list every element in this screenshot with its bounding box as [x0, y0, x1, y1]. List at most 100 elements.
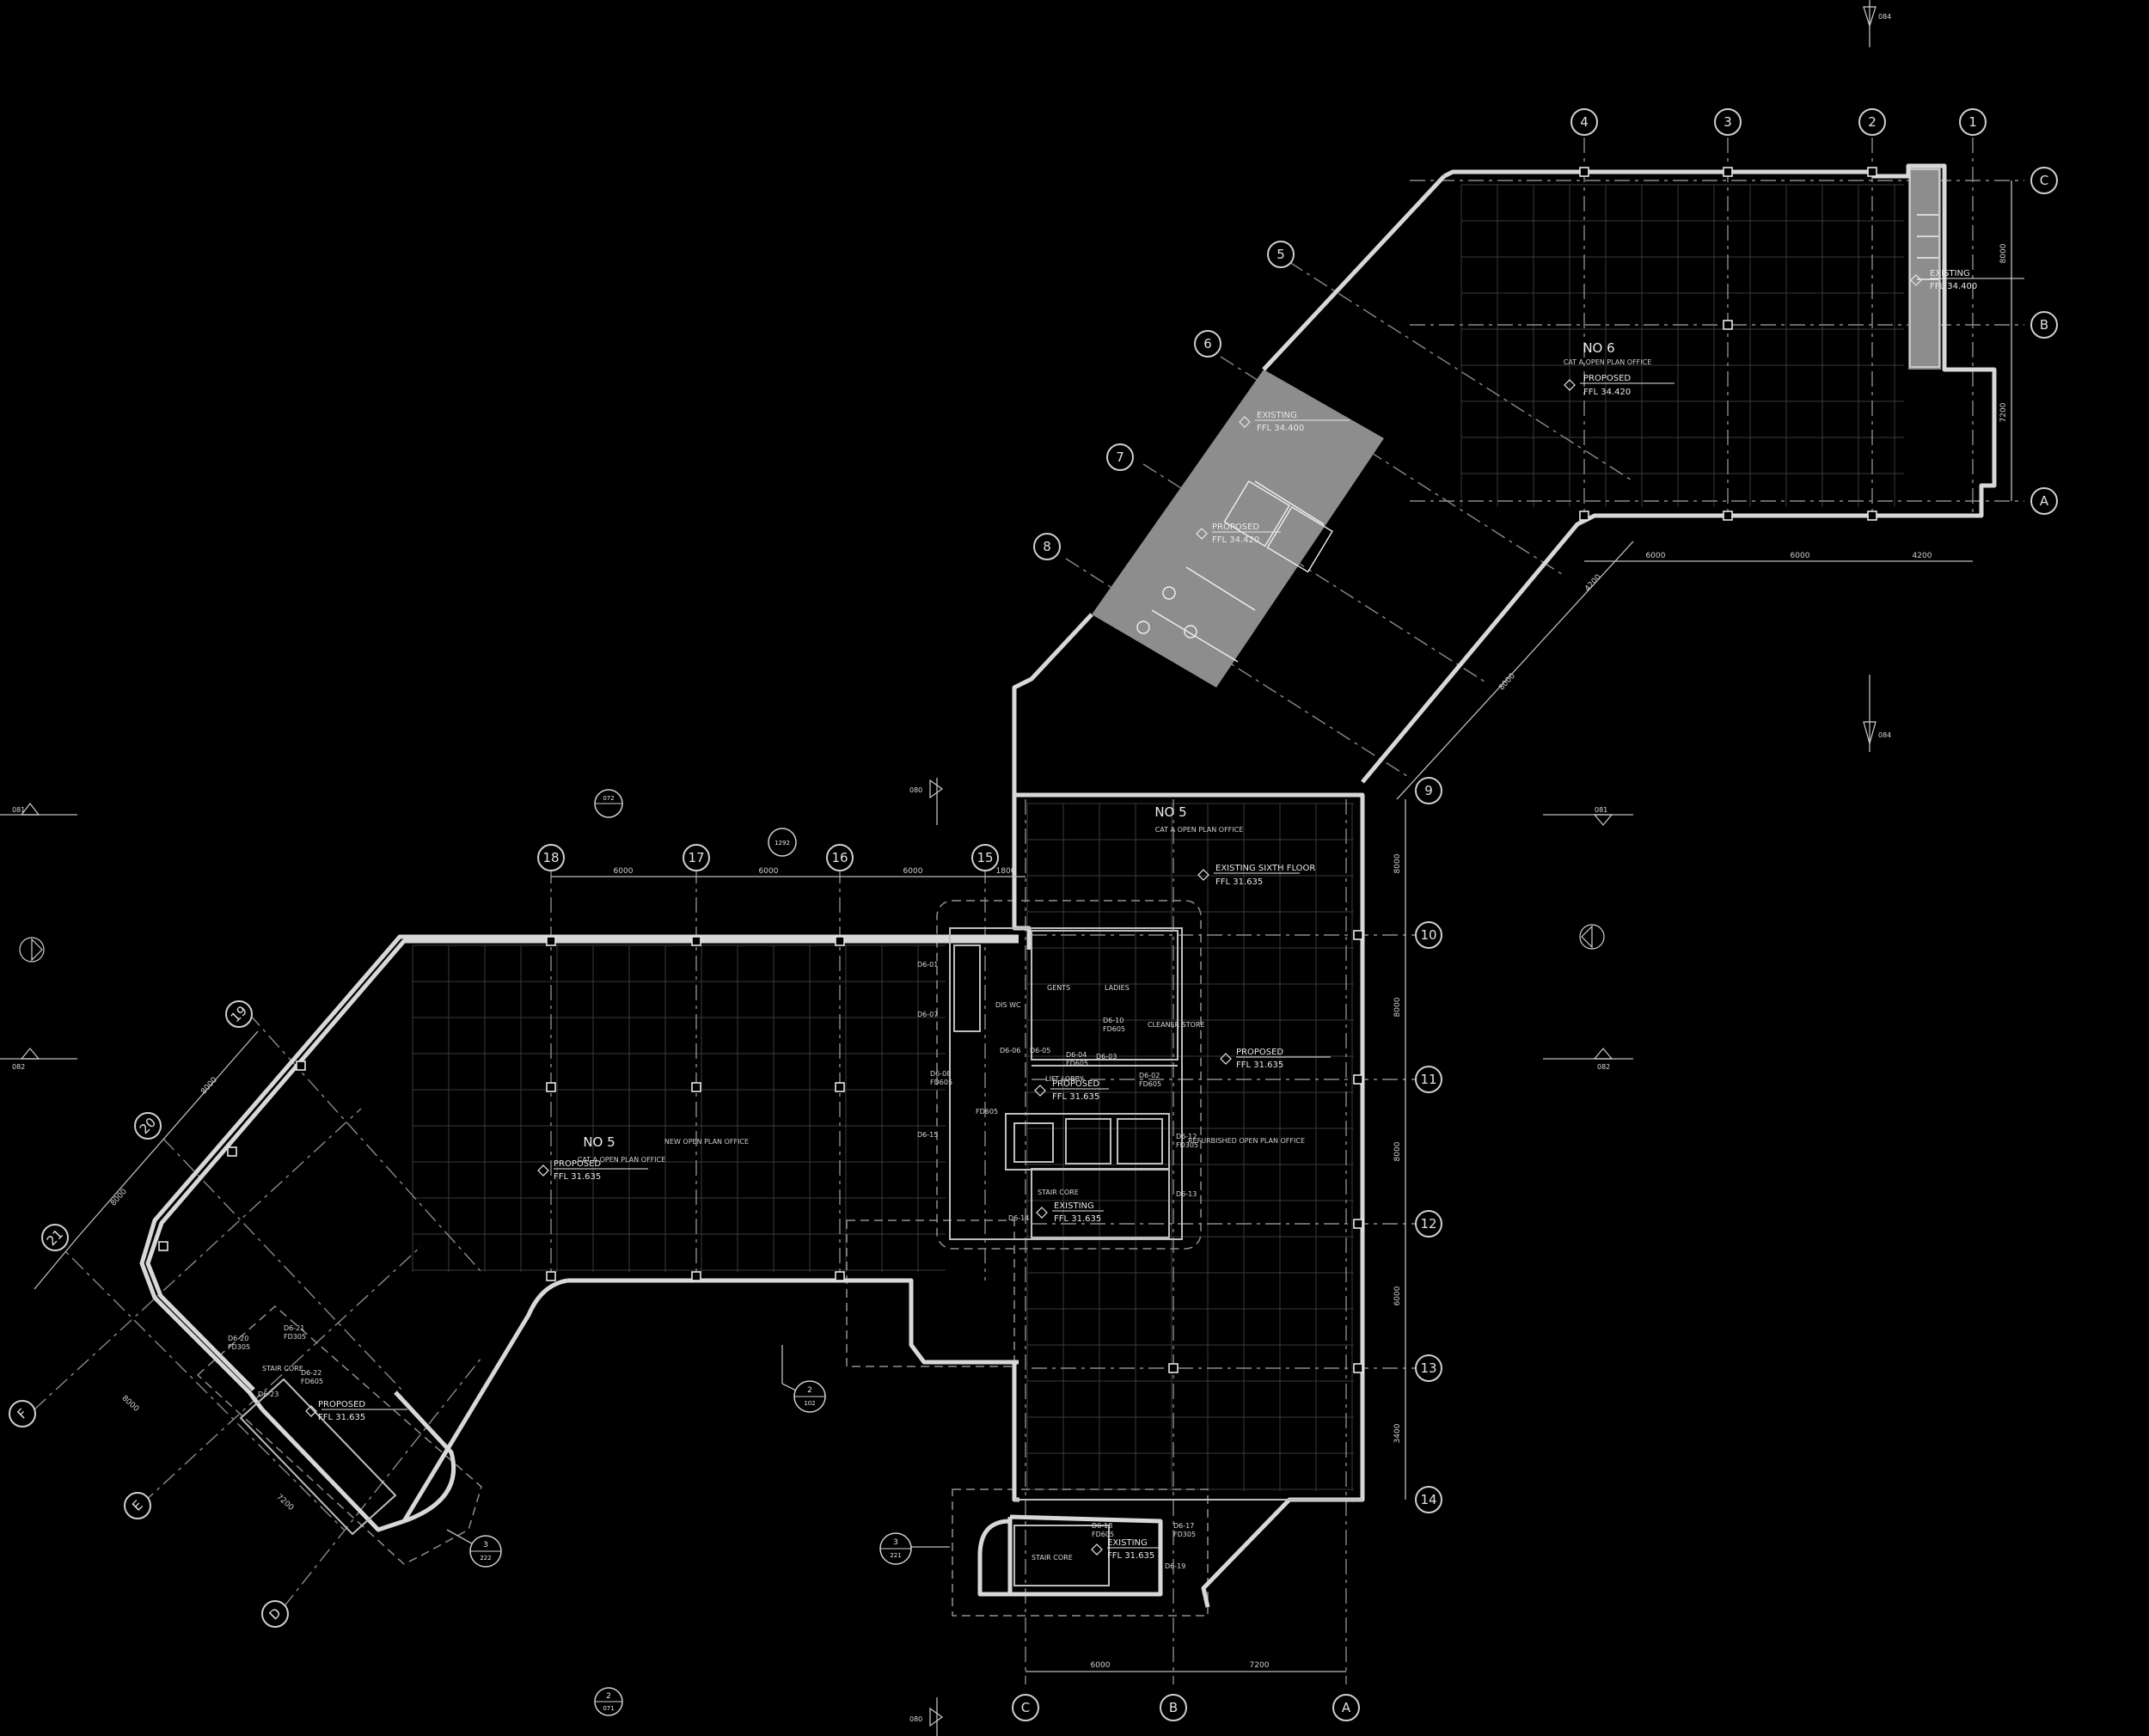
structural-column [227, 1146, 237, 1157]
grid-bubble-label: 5 [1277, 247, 1285, 262]
structural-column [835, 1082, 845, 1092]
structural-column [546, 936, 556, 946]
dim-bottom-2: 7200 [1250, 1661, 1270, 1670]
grid-bubble-g9: 9 [1415, 777, 1442, 804]
level-ffl: FFL 31.635 [1054, 1214, 1101, 1224]
level-ffl: FFL 31.635 [554, 1172, 601, 1182]
grid-bubble-label: C [2040, 173, 2048, 188]
structural-column [691, 936, 701, 946]
detail-callouts: 2 102 3 222 3 221 2 071 072 [446, 789, 950, 1716]
grid-bubble-label: 6 [1203, 336, 1212, 351]
room-labels: NO 6 CAT A OPEN PLAN OFFICE PROPOSED FFL… [262, 269, 2024, 1562]
structural-column [1723, 510, 1733, 521]
structural-column [1168, 1363, 1179, 1373]
grid-bubble-label: A [2040, 493, 2049, 509]
level-tag-no5-left: PROPOSED FFL 31.635 [537, 1159, 648, 1182]
grid-bubble-g20: 20 [134, 1112, 162, 1140]
door-tag-d12f: FD305 [1176, 1141, 1198, 1149]
dim-no5-top-1: 6000 [614, 867, 634, 876]
dim-no5-left-bottom-1: 7200 [274, 1493, 295, 1513]
room-name-no5-right: NO 5 [1154, 804, 1186, 820]
level-ffl: FFL 31.635 [318, 1413, 365, 1422]
dim-no6-bottom-1: 6000 [1646, 552, 1666, 560]
structural-column [1353, 1074, 1363, 1085]
door-tag-d01: D6-01 [917, 961, 938, 969]
grid-bubble-label: A [1342, 1700, 1351, 1715]
level-tag-no5-refurb: PROPOSED FFL 31.635 [1220, 1048, 1331, 1070]
room-use-no5-right: CAT A OPEN PLAN OFFICE [1155, 826, 1244, 834]
door-tag-d20f: FD305 [228, 1343, 250, 1351]
grid-bubble-g12: 12 [1415, 1210, 1442, 1238]
section-marker-sheet: 081 [12, 806, 25, 814]
section-marker-080-top: 080 [909, 778, 944, 825]
door-tag-d22f: FD605 [301, 1378, 323, 1385]
section-marker-right-1: 081 [1543, 806, 1633, 826]
door-tag-d17: D6-17 [1173, 1522, 1194, 1530]
structural-column [1867, 510, 1877, 521]
ceiling-grid-no5-left [412, 944, 946, 1272]
section-marker-sheet: 082 [12, 1063, 25, 1071]
dim-no5-top-3: 6000 [903, 867, 923, 876]
structural-column [1579, 510, 1589, 521]
grid-bubble-label: 12 [1420, 1216, 1436, 1232]
level-status: PROPOSED [318, 1400, 365, 1409]
level-ffl: FFL 31.635 [1215, 877, 1263, 887]
door-tag-d15f: FD605 [976, 1108, 998, 1116]
door-tag-d19: D6-19 [1165, 1562, 1185, 1570]
grid-bubble-label: 8 [1043, 539, 1051, 554]
structural-column [835, 936, 845, 946]
callout-072: 072 [594, 789, 623, 818]
structural-column [1723, 320, 1733, 330]
dim-no5-left-diag-3: 8000 [119, 1394, 140, 1414]
grid-bubble-g18: 18 [537, 844, 565, 871]
structural-column [546, 1271, 556, 1281]
dim-no5-right-3: 8000 [1393, 1141, 1402, 1161]
grid-bubble-gC-top: C [2030, 167, 2058, 194]
grid-bubble-gD: D [261, 1600, 289, 1628]
level-ffl: FFL 34.420 [1583, 388, 1631, 397]
level-status: PROPOSED [1212, 523, 1259, 532]
dim-no5-top-2: 6000 [759, 867, 779, 876]
grid-bubble-gC-bot: C [1012, 1694, 1039, 1721]
room-name-gents: GENTS [1047, 984, 1070, 992]
grid-bubble-label: B [1169, 1700, 1178, 1715]
door-tag-d23: D6-23 [258, 1391, 279, 1398]
callout-sheet: 221 [890, 1552, 901, 1559]
grid-bubble-label: 3 [1723, 114, 1732, 130]
door-tag-d04f: FD605 [1066, 1060, 1088, 1067]
door-tag-d10: D6-10 [1103, 1017, 1123, 1024]
door-tag-d18f: FD605 [1092, 1531, 1114, 1538]
callout-sheet: 102 [804, 1400, 815, 1407]
grid-bubble-g7: 7 [1106, 443, 1134, 471]
door-tag-d14: D6-14 [1008, 1214, 1029, 1222]
no6-core-shaded [1092, 166, 1941, 688]
level-tag-stair-left: PROPOSED FFL 31.635 [305, 1400, 407, 1422]
section-marker-sheet: 082 [1597, 1063, 1610, 1071]
level-ffl: FFL 31.635 [1107, 1551, 1154, 1561]
level-status: PROPOSED [1052, 1079, 1099, 1089]
dim-no5-left-diag-2: 8000 [109, 1188, 129, 1208]
room-use-no6: CAT A OPEN PLAN OFFICE [1564, 358, 1652, 366]
door-tag-d10f: FD605 [1103, 1025, 1125, 1033]
grid-bubble-gE: E [124, 1492, 151, 1519]
door-tag-d05: D6-05 [1030, 1047, 1050, 1054]
level-tag-no6: PROPOSED FFL 34.420 [1564, 374, 1675, 397]
dim-no6-diag-1: 4200 [1583, 573, 1603, 594]
room-name-no6: NO 6 [1583, 340, 1614, 356]
callout-2-102: 2 102 [781, 1345, 826, 1413]
grid-bubble-label: 1 [1968, 114, 1977, 130]
level-tag-no5-existing: EXISTING SIXTH FLOOR FFL 31.635 [1197, 864, 1315, 887]
level-ffl: FFL 31.635 [1052, 1092, 1099, 1102]
level-status: PROPOSED [554, 1159, 601, 1169]
door-tag-d02f: FD605 [1139, 1080, 1161, 1088]
section-marker-sheet: 080 [909, 786, 922, 794]
callout-1292: 1292 [768, 828, 797, 857]
door-tag-d04: D6-04 [1066, 1051, 1087, 1059]
structural-column [546, 1082, 556, 1092]
section-marker-left-2: 082 [0, 1048, 77, 1071]
structural-column [296, 1061, 306, 1071]
grid-bubble-gB-top: B [2030, 311, 2058, 339]
room-name-cleaner: CLEANER STORE [1148, 1021, 1205, 1029]
dim-no6-bottom-3: 4200 [1913, 552, 1932, 560]
